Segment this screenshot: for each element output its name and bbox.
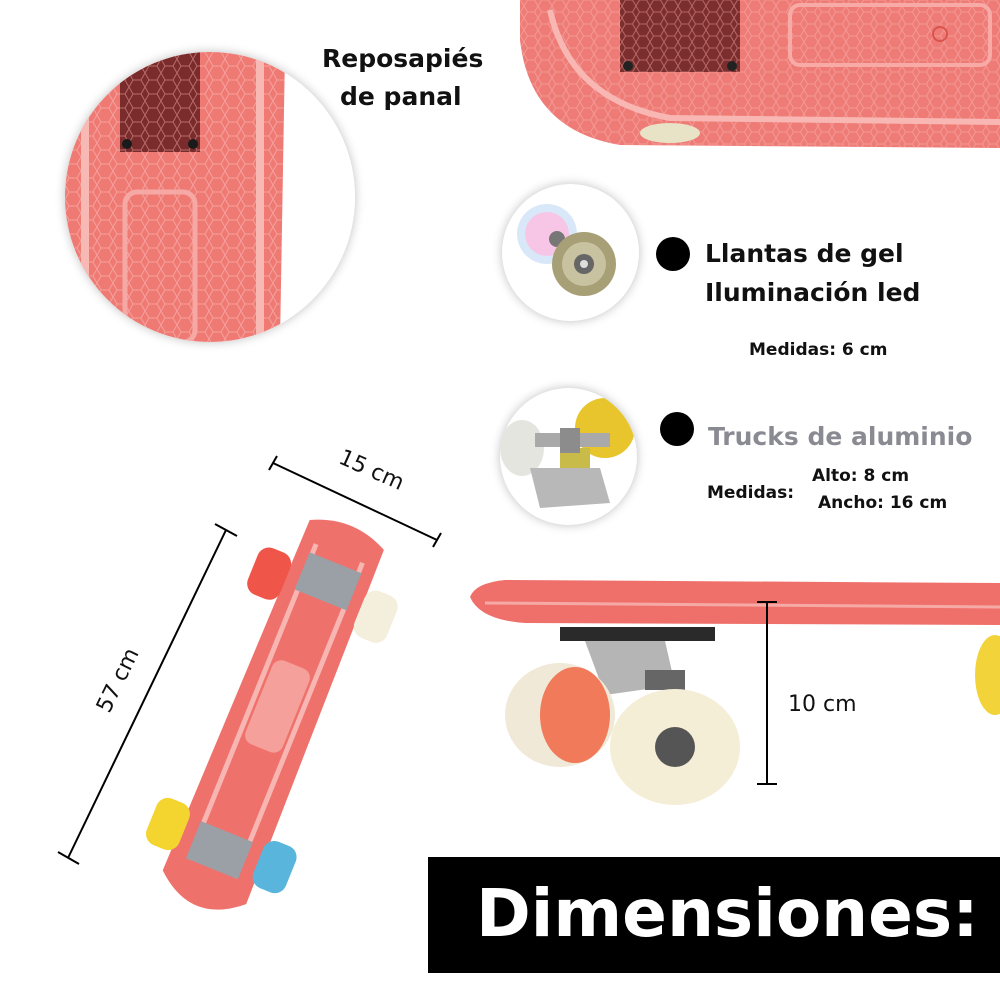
- wheels-measure: Medidas: 6 cm: [749, 340, 888, 360]
- skateboard-side-image: [470, 580, 1000, 805]
- wheels-circle-image: [502, 184, 639, 321]
- deck-closeup-image: [520, 0, 1000, 148]
- height-dimension-line: [757, 601, 777, 785]
- trucks-circle-image: [500, 388, 637, 525]
- trucks-height: Alto: 8 cm: [812, 466, 910, 486]
- footrest-circle-image: [65, 52, 355, 342]
- trucks-width: Ancho: 16 cm: [818, 493, 948, 513]
- dimensions-banner: Dimensiones:: [428, 857, 1000, 973]
- width-dimension-line: [268, 455, 442, 548]
- height-label: 10 cm: [788, 692, 857, 717]
- trucks-bullet: [660, 412, 694, 446]
- dimensions-title: Dimensiones:: [476, 875, 979, 952]
- trucks-title: Trucks de aluminio: [708, 422, 973, 451]
- wheels-line1: Llantas de gel: [705, 239, 904, 268]
- length-dimension-line: [57, 523, 238, 865]
- footrest-label-line1: Reposapiés: [322, 44, 484, 73]
- footrest-label-line2: de panal: [340, 82, 462, 111]
- trucks-measure-label: Medidas:: [707, 483, 795, 503]
- wheels-bullet: [656, 237, 690, 271]
- wheels-line2: Iluminación led: [705, 278, 921, 307]
- skateboard-bottom-image: [146, 519, 398, 910]
